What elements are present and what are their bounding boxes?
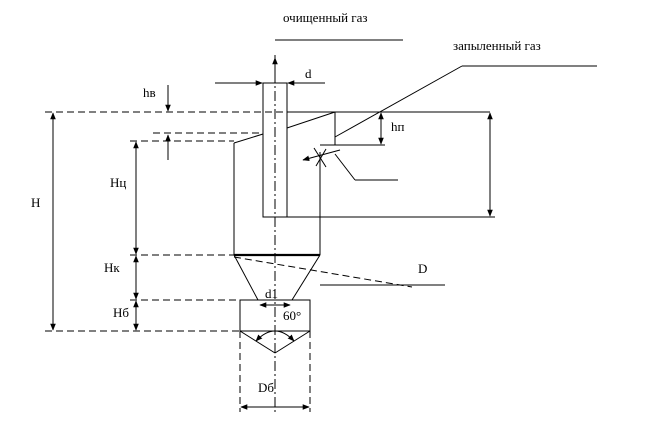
d-label: d — [305, 66, 312, 81]
angle-label: 60° — [283, 308, 301, 323]
inlet-leader — [334, 65, 463, 138]
bunker-v-left — [239, 330, 276, 354]
dusty-gas-label: запыленный газ — [453, 38, 541, 53]
angle-arc — [255, 330, 295, 342]
cone-left — [233, 254, 259, 301]
swirl-arrow — [302, 149, 341, 162]
Hb-label: Hб — [113, 305, 129, 320]
swirl-mark-1 — [313, 147, 327, 168]
H-label: H — [31, 195, 40, 210]
hv-label: hв — [143, 85, 156, 100]
outlet-pipe — [262, 82, 288, 218]
cone-right — [291, 254, 321, 301]
bunker-v-right — [274, 330, 311, 354]
Hk-label: Hк — [104, 260, 120, 275]
Hc-label: Hц — [110, 175, 126, 190]
pointer-leader — [334, 153, 356, 181]
body-top-right — [286, 111, 336, 129]
body-top-left — [233, 133, 264, 144]
d1-label: d1 — [265, 286, 278, 301]
hp-label: hп — [391, 119, 405, 134]
Db-label: Dб — [258, 380, 274, 395]
D-dim-line — [233, 256, 413, 288]
D-label: D — [418, 261, 427, 276]
swirl-mark-2 — [315, 148, 327, 167]
clean-gas-label: очищенный газ — [283, 10, 368, 25]
